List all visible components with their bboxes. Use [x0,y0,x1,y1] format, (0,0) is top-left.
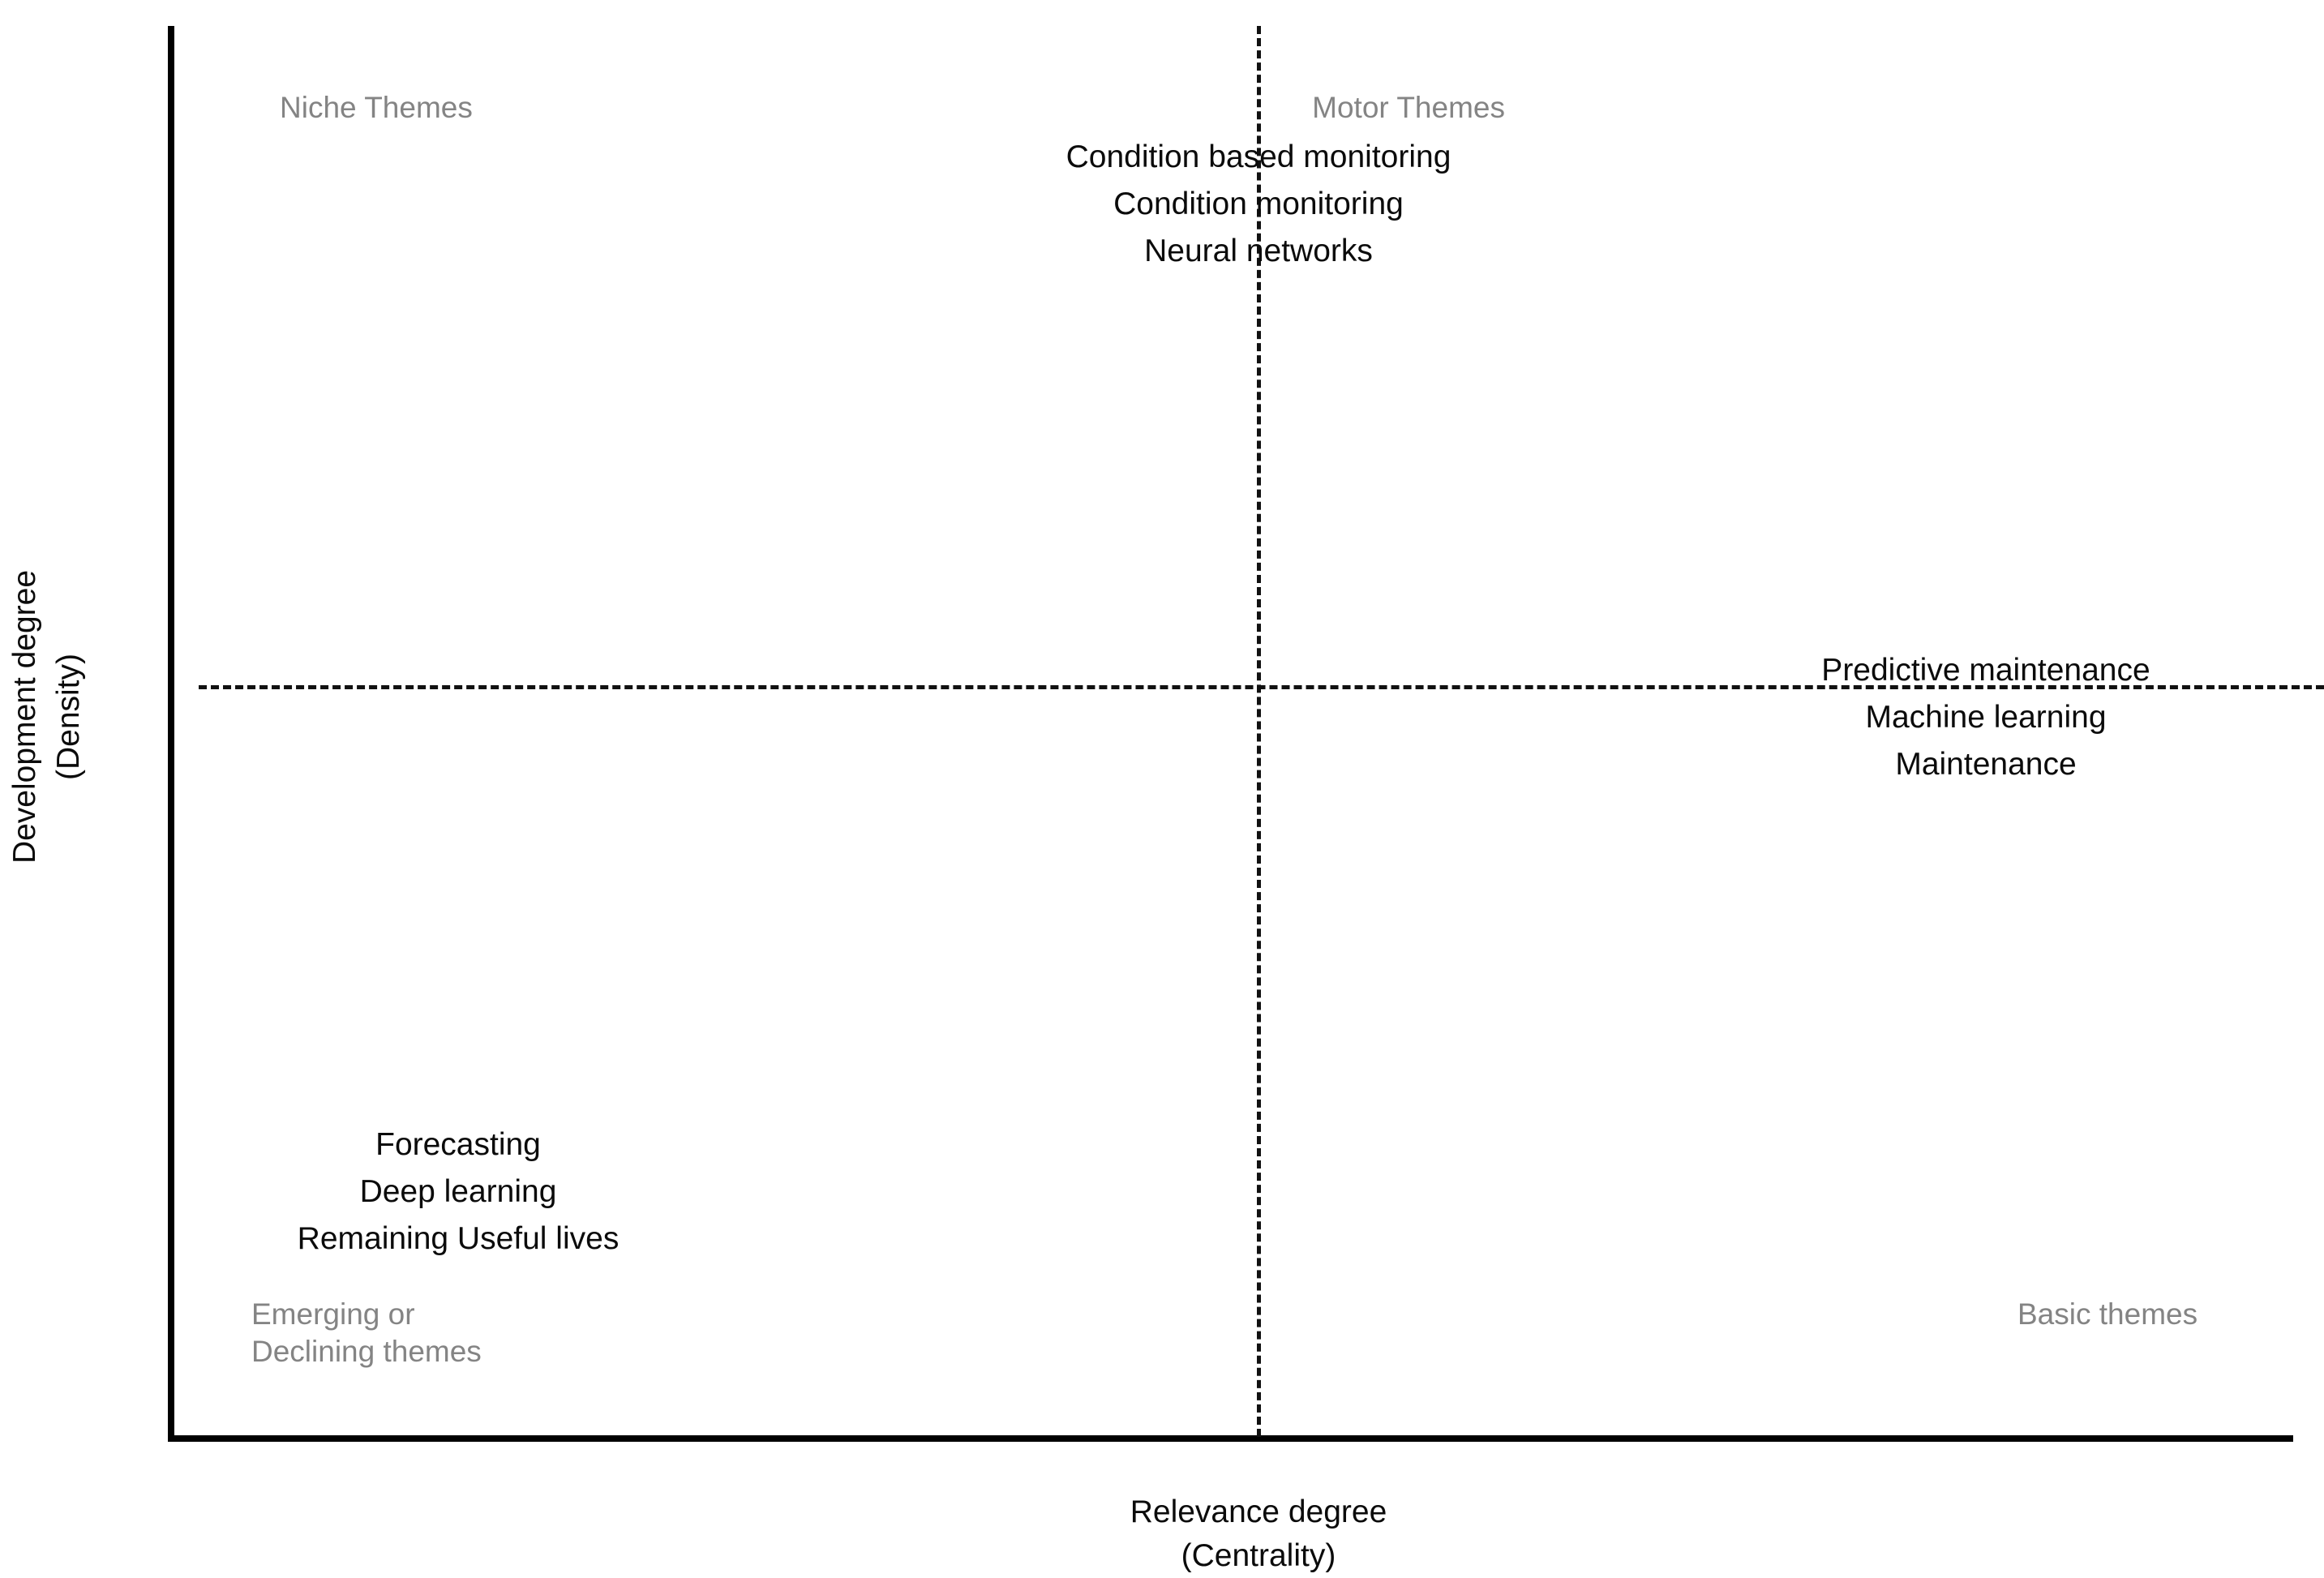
theme-cluster-top-centre: Condition based monitoring Condition mon… [1066,134,1451,275]
theme-term: Condition based monitoring [1066,139,1451,174]
theme-term: Predictive maintenance [1821,653,2150,688]
y-axis-title: Development degree (Density) [7,569,86,864]
theme-term: Condition monitoring [1113,187,1404,221]
vertical-divider-dashed-line [1257,26,1261,1437]
theme-cluster-right: Predictive maintenance Machine learning … [1821,647,2150,788]
theme-term: Neural networks [1144,234,1373,268]
theme-cluster-bottom-left: Forecasting Deep learning Remaining Usef… [298,1121,620,1263]
theme-term: Maintenance [1895,747,2077,782]
theme-term: Remaining Useful lives [297,1221,620,1256]
x-axis-title: Relevance degree (Centrality) [1130,1494,1387,1573]
quadrant-label-niche-themes: Niche Themes [280,91,473,124]
y-axis-line [168,26,174,1442]
quadrant-label-motor-themes: Motor Themes [1312,91,1505,124]
x-axis-line [168,1435,2293,1442]
quadrant-label-emerging-or-declining-themes: Emerging or Declining themes [251,1297,482,1368]
theme-term: Machine learning [1865,700,2107,735]
theme-term: Forecasting [375,1127,541,1162]
quadrant-label-basic-themes: Basic themes [2017,1297,2198,1331]
horizontal-divider-dashed-line [199,685,2324,689]
theme-term: Deep learning [359,1174,557,1209]
